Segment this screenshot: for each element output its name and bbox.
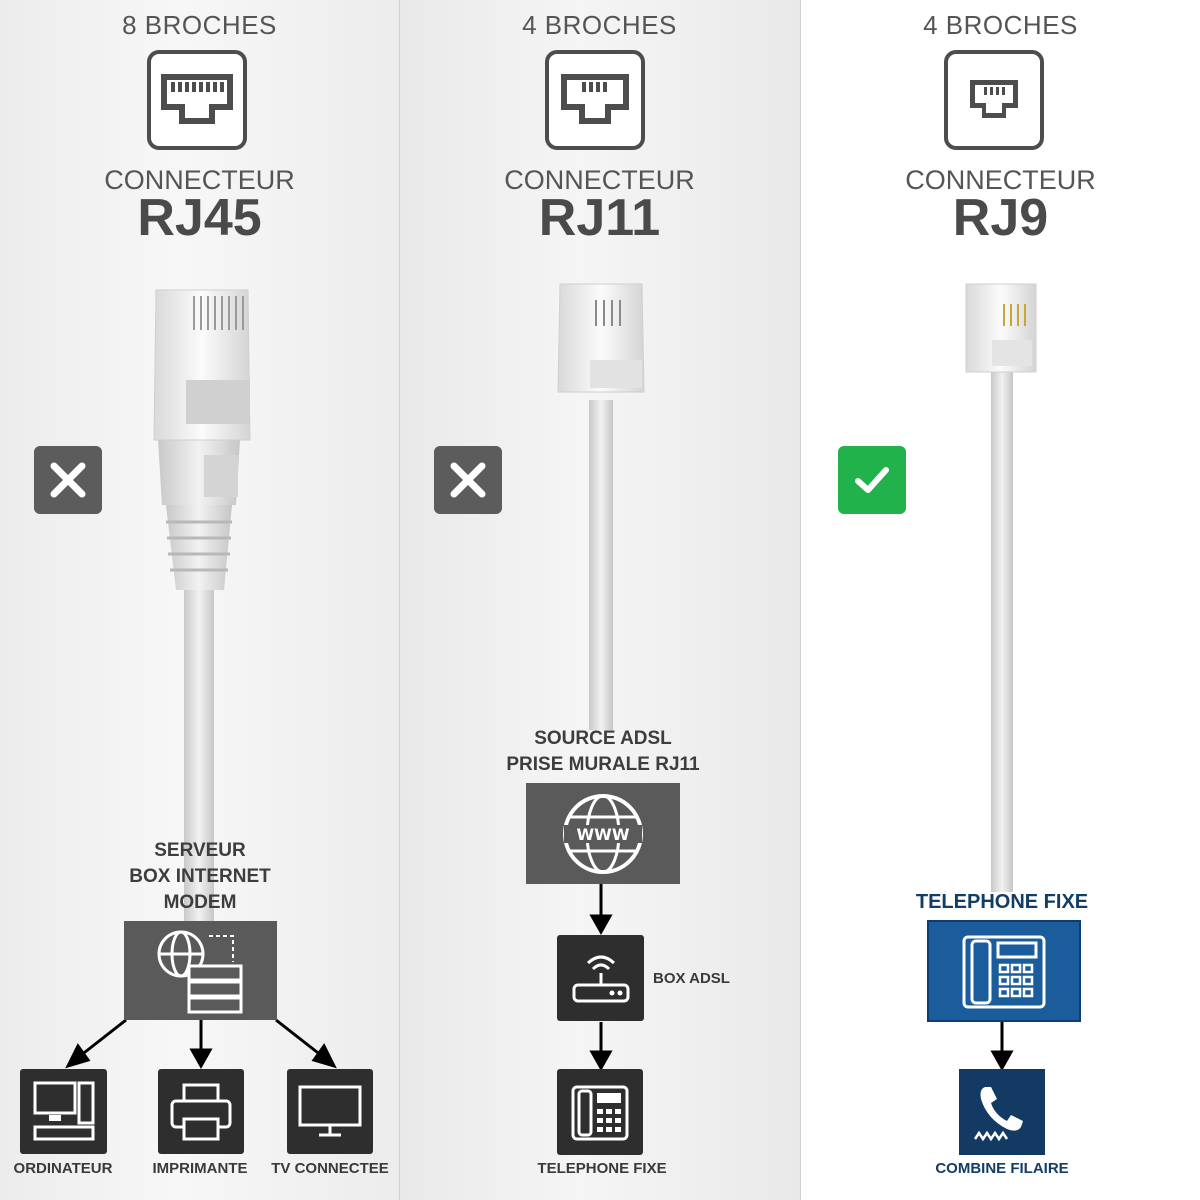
connector-label: CONNECTEUR <box>905 165 1096 195</box>
handset-icon <box>959 1069 1045 1155</box>
pin-count: 4 BROCHES <box>923 10 1078 40</box>
desk-phone-icon <box>557 1069 643 1155</box>
device-label: TELEPHONE FIXE <box>537 1160 667 1177</box>
arrows-rj45 <box>65 1018 337 1070</box>
column-divider <box>800 0 801 1200</box>
network-server-icon <box>124 921 277 1020</box>
usage-line: BOX INTERNET <box>129 866 271 887</box>
rj9-plug <box>965 283 1037 892</box>
printer-icon <box>158 1069 244 1154</box>
router-icon <box>557 935 644 1021</box>
usage-line: SOURCE ADSL <box>534 728 672 749</box>
rj45-plug <box>153 289 251 932</box>
incompatible-badge <box>34 446 102 514</box>
close-icon <box>450 462 486 498</box>
usage-line: PRISE MURALE RJ11 <box>506 754 700 775</box>
connector-label: CONNECTEUR <box>104 165 295 195</box>
www-globe-icon: WWW <box>526 783 680 884</box>
compatible-badge <box>838 446 906 514</box>
column-divider <box>399 0 400 1200</box>
usage-title: SOURCE ADSL PRISE MURALE RJ11 <box>470 726 736 778</box>
connector-type: RJ9 <box>952 189 1049 247</box>
device-label: TV CONNECTEE <box>271 1160 389 1177</box>
device-label: COMBINE FILAIRE <box>935 1160 1069 1177</box>
incompatible-badge <box>434 446 502 514</box>
arrows-rj11 <box>589 884 613 1072</box>
box-adsl-label: BOX ADSL <box>653 970 730 987</box>
usage-line: MODEM <box>163 892 237 913</box>
svg-text:WWW: WWW <box>577 825 630 844</box>
jack-4pin-icon <box>545 50 645 150</box>
pin-count: 8 BROCHES <box>122 10 277 40</box>
device-label: ORDINATEUR <box>13 1160 113 1177</box>
desk-phone-icon <box>927 920 1081 1022</box>
rj11-plug <box>557 283 645 730</box>
arrow-rj9 <box>990 1022 1014 1072</box>
connector-type: RJ45 <box>137 189 262 247</box>
close-icon <box>50 462 86 498</box>
usage-title: TELEPHONE FIXE <box>915 891 1089 913</box>
check-icon <box>855 467 889 493</box>
connector-type: RJ11 <box>538 189 661 247</box>
usage-title: SERVEUR BOX INTERNET MODEM <box>100 838 300 916</box>
jack-4pin-icon <box>944 50 1044 150</box>
computer-icon <box>20 1069 107 1154</box>
usage-line: SERVEUR <box>154 840 246 861</box>
pin-count: 4 BROCHES <box>522 10 677 40</box>
tv-icon <box>287 1069 373 1154</box>
device-label: IMPRIMANTE <box>152 1160 248 1177</box>
connector-label: CONNECTEUR <box>504 165 695 195</box>
jack-8pin-icon <box>147 50 247 150</box>
